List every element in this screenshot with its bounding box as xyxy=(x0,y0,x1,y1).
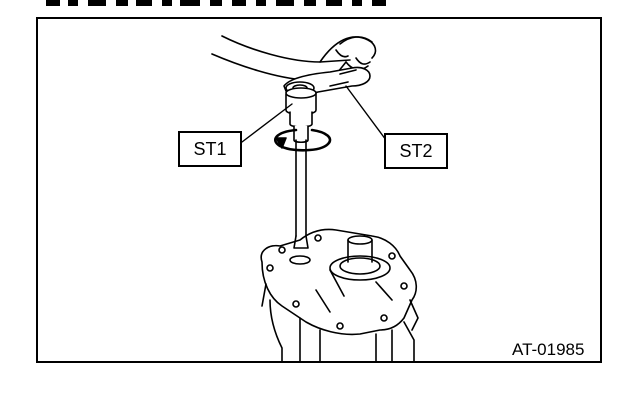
callout-st2: ST2 xyxy=(384,133,448,169)
cropped-caption-strip xyxy=(40,0,420,6)
shaft xyxy=(293,149,309,249)
socket-st1 xyxy=(285,87,317,151)
st2-leader-line xyxy=(345,85,387,141)
st1-leader-line xyxy=(241,103,293,143)
figure-id: AT-01985 xyxy=(512,340,585,359)
callout-st1: ST1 xyxy=(178,131,242,167)
transmission-case xyxy=(260,228,419,363)
